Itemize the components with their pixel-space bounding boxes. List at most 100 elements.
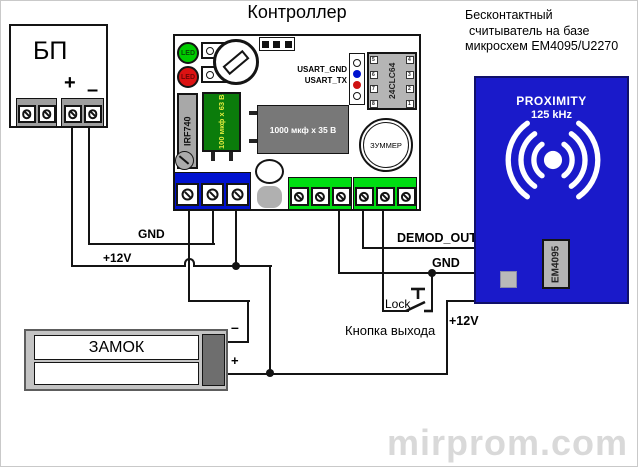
- psu-terminal-block-right: [61, 98, 104, 127]
- wire-lock-minus-stub: [226, 341, 249, 343]
- cap-stub-icon: [249, 111, 258, 115]
- usart-labels: USART_GND USART_TX: [273, 64, 347, 86]
- screw-slot-icon: [178, 155, 190, 165]
- reader-proximity-label: PROXIMITY: [516, 94, 587, 108]
- reader-chip-label: EM4095: [550, 245, 562, 283]
- pin-icon: [284, 40, 292, 48]
- hole-icon: [206, 71, 214, 79]
- wire-12v-bottom-rail: [226, 373, 448, 375]
- buzzer-inner-ring: ЗУММЕР: [363, 122, 409, 168]
- screw-icon: [226, 183, 249, 206]
- pin-icon: [273, 40, 281, 48]
- wire-reader-12v-stub: [446, 300, 476, 302]
- reader-frequency-label: 125 kHz: [531, 109, 572, 121]
- buzzer-icon: ЗУММЕР: [359, 118, 413, 172]
- label-exit-button: Кнопка выхода: [345, 323, 436, 338]
- pin-gnd-icon: [353, 69, 361, 78]
- wire-lock-minus-horizontal: [188, 300, 250, 302]
- screw-icon: [176, 183, 199, 206]
- wire-button-left-vertical: [382, 209, 384, 312]
- psu-terminal-block-left: [16, 98, 57, 127]
- screw-icon: [375, 187, 395, 206]
- usart-header-icon: [349, 53, 365, 105]
- red-led-icon: LED: [177, 66, 199, 88]
- psu-plus-label: +: [64, 72, 76, 94]
- label-gnd-reader: GND: [432, 256, 460, 270]
- oval-hole-icon: [255, 159, 284, 184]
- label-demod-out: DEMOD_OUT: [397, 231, 477, 245]
- screw-icon: [17, 105, 36, 123]
- label-12v-psu: +12V: [103, 251, 132, 265]
- buzzer-label: ЗУММЕР: [370, 140, 402, 150]
- label-12v-reader: +12V: [449, 314, 479, 328]
- reader-chip: EM4095: [542, 239, 570, 289]
- wire-reader-gnd-horizontal: [338, 272, 476, 274]
- wire-demod-vertical: [362, 209, 364, 249]
- label-lock-button: Lock: [385, 297, 411, 311]
- lock-label: ЗАМОК: [88, 338, 145, 356]
- reader-caption-line1: Бесконтактный: [465, 8, 553, 22]
- power-supply-label: БП: [33, 37, 68, 65]
- wire-psu-12v-vertical: [71, 126, 73, 267]
- wire-blue-screw1-lock: [188, 209, 190, 302]
- pin-number: 8: [370, 99, 378, 108]
- junction-dot-12v: [232, 262, 240, 270]
- grey-pad-icon: [257, 186, 282, 208]
- label-lock-minus: –: [231, 319, 239, 335]
- junction-dot-rail: [266, 369, 274, 377]
- cap-leg-icon: [211, 152, 215, 161]
- trimmer-slot-icon: [222, 49, 250, 75]
- capacitor-1000uf: 1000 мкф x 35 В: [257, 105, 349, 154]
- controller-title: Контроллер: [247, 2, 347, 22]
- wire-blue-screw2-gnd: [212, 209, 214, 245]
- pin-icon: [262, 40, 270, 48]
- pin-hole-icon: [353, 91, 361, 100]
- terminal-block-reader-2: [353, 177, 417, 210]
- cap-stub-icon: [249, 139, 258, 143]
- reader-caption-line2: считыватель на базе: [469, 23, 590, 38]
- antenna-icon: [505, 120, 601, 200]
- terminal-block-reader-1: [288, 177, 352, 210]
- wire-button-right-vertical: [431, 272, 433, 312]
- pin-hole-icon: [353, 58, 361, 67]
- screw-icon: [63, 105, 82, 123]
- wire-12v-left-segment: [71, 265, 185, 267]
- wire-blue-screw3-12v: [235, 209, 237, 267]
- lock-plate: [34, 362, 199, 385]
- label-gnd-psu: GND: [138, 227, 165, 241]
- hole-icon: [206, 47, 214, 55]
- green-led-icon: LED: [177, 42, 199, 64]
- power-supply-box: БП + –: [9, 24, 108, 128]
- trimmer-icon: [213, 39, 259, 85]
- psu-minus-label: –: [87, 79, 99, 101]
- reader-pad-icon: [500, 271, 517, 288]
- cap-leg-icon: [229, 152, 233, 161]
- proximity-reader: PROXIMITY 125 kHz EM4095: [474, 76, 629, 304]
- screw-icon: [331, 187, 351, 206]
- pin-number: 7: [370, 85, 378, 94]
- lock-terminal-block: [202, 334, 225, 386]
- chip-pins-left: 5 6 7 8: [370, 56, 378, 108]
- pin-number: 6: [370, 70, 378, 79]
- wire-12v-down-vertical: [269, 265, 271, 376]
- wire-button-left-stub: [382, 310, 409, 312]
- pin-number: 2: [406, 85, 414, 94]
- screw-icon: [396, 187, 416, 206]
- pin-header-3-icon: [259, 37, 295, 51]
- screw-icon: [37, 105, 56, 123]
- screw-icon: [289, 187, 309, 206]
- usart-tx-label: USART_TX: [304, 76, 347, 85]
- capacitor-100uf-label: 100 мкф x 63 В: [217, 94, 226, 150]
- wire-green1-gnd-vertical: [338, 209, 340, 274]
- wire-demod-horizontal: [362, 247, 476, 249]
- controller-board: LED LED USART_GND USART_TX 5 6: [173, 34, 421, 211]
- chip-pins-right: 4 3 2 1: [406, 56, 414, 108]
- label-lock-plus: +: [231, 353, 239, 368]
- push-button-icon: [405, 287, 433, 313]
- pin-number: 5: [370, 56, 378, 64]
- capacitor-100uf: 100 мкф x 63 В: [202, 92, 241, 152]
- wire-psu-gnd-horizontal: [88, 243, 215, 245]
- eeprom-chip: 5 6 7 8 24CLC64 4 3 2 1: [367, 52, 417, 110]
- mount-screw-icon: [175, 151, 194, 170]
- wire-psu-gnd-vertical: [88, 126, 90, 245]
